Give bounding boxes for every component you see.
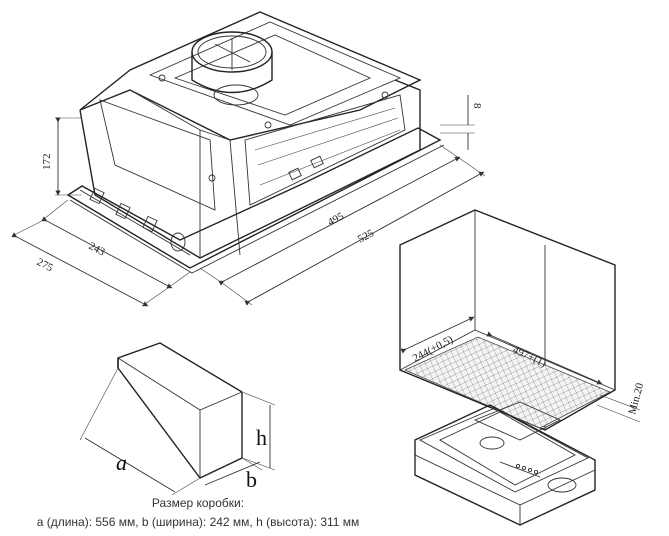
dim-495: 495 bbox=[326, 210, 347, 229]
hood-unit bbox=[66, 11, 445, 274]
dim-min-20: Min.20 bbox=[626, 381, 646, 416]
box-label-b: b bbox=[246, 467, 257, 492]
package-box: a b h bbox=[79, 342, 276, 496]
hood-dimensions: 172 8 243 275 495 525 bbox=[11, 95, 486, 307]
box-label-h: h bbox=[256, 425, 267, 450]
cabinet-installation: 244(+0,5) 497+(1) Min.20 bbox=[399, 209, 646, 526]
dim-172: 172 bbox=[41, 154, 53, 171]
box-caption-sizes: a (длина): 556 мм, b (ширина): 242 мм, h… bbox=[37, 515, 360, 529]
box-label-a: a bbox=[116, 450, 127, 475]
dim-8: 8 bbox=[471, 103, 483, 109]
dim-275: 275 bbox=[35, 256, 56, 275]
dim-525: 525 bbox=[356, 227, 377, 246]
box-caption-title: Размер коробки: bbox=[152, 496, 244, 510]
dim-243: 243 bbox=[87, 240, 108, 259]
